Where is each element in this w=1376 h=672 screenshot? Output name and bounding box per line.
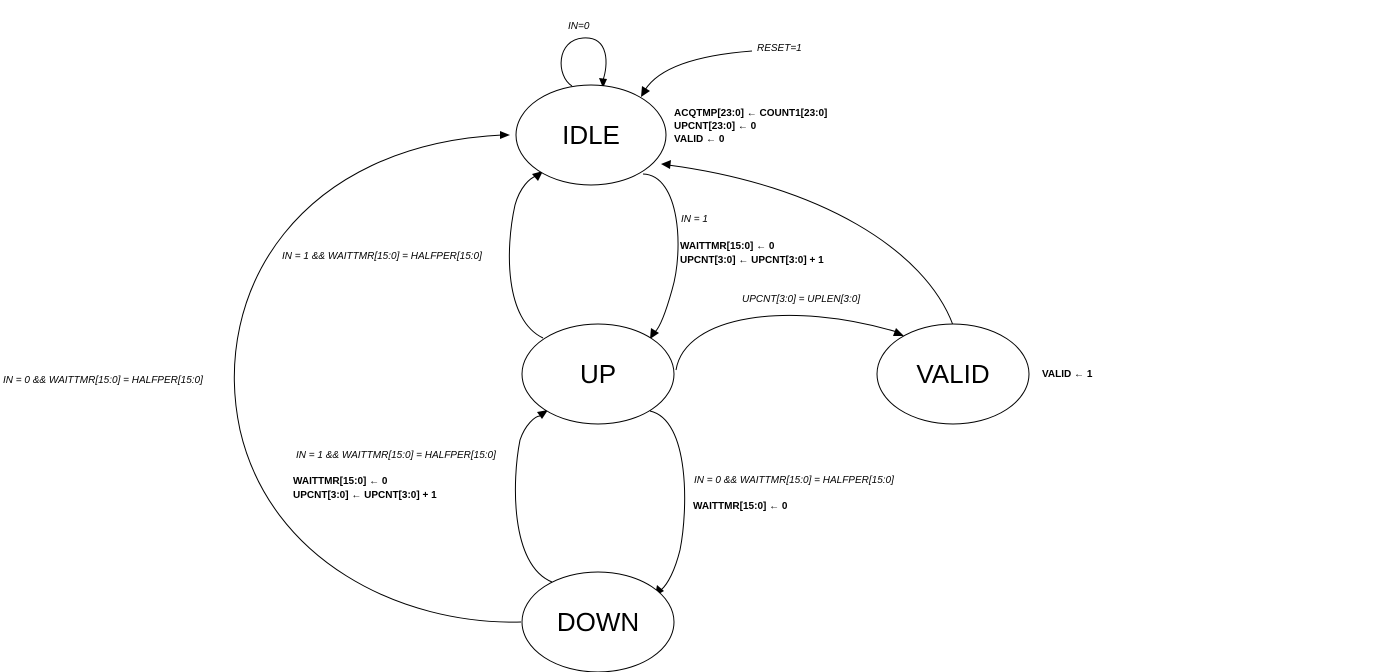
state-idle-circle [515,84,667,186]
edge-idle-to-up [642,173,679,333]
edge-down-to-up [514,415,553,583]
state-valid-circle [876,323,1030,425]
state-idle-label: IDLE [562,120,620,150]
action-idle-2: UPCNT[23:0] ← 0 [674,121,757,132]
state-up-label: UP [580,359,616,389]
action-valid-1: VALID ← 1 [1042,369,1093,380]
state-valid-label: VALID [916,359,989,389]
state-valid: VALID [876,323,1030,425]
state-up: UP [521,323,675,425]
label-idle-to-up: IN = 1 [681,214,708,225]
state-down-circle [521,571,675,672]
action-down-to-up-1: WAITTMR[15:0] ← 0 [293,476,388,487]
state-down-label: DOWN [557,607,639,637]
edge-idle-self-loop [560,37,607,87]
state-idle: IDLE [515,84,667,186]
label-up-to-idle: IN = 1 && WAITTMR[15:0] = HALFPER[15:0] [282,251,482,262]
label-reset: RESET=1 [757,43,802,54]
arrowhead-down-to-up [537,410,548,419]
label-down-to-up: IN = 1 && WAITTMR[15:0] = HALFPER[15:0] [296,450,496,461]
action-idle-to-up-2: UPCNT[3:0] ← UPCNT[3:0] + 1 [680,255,824,266]
action-up-to-down-1: WAITTMR[15:0] ← 0 [693,501,788,512]
edge-valid-to-idle [667,164,954,326]
arrowhead-reset [641,86,650,97]
edge-up-to-idle [508,175,544,339]
arrowhead-idle-to-up [650,328,659,339]
edge-down-to-idle [233,134,522,623]
arrowhead-down-to-idle [500,131,510,139]
edge-up-to-valid [675,314,898,371]
arrowhead-up-to-idle [532,171,543,181]
label-idle-self-loop: IN=0 [568,21,590,32]
action-down-to-up-2: UPCNT[3:0] ← UPCNT[3:0] + 1 [293,490,437,501]
label-up-to-down: IN = 0 && WAITTMR[15:0] = HALFPER[15:0] [694,475,894,486]
arrowhead-up-to-valid [893,328,904,336]
action-idle-to-up-1: WAITTMR[15:0] ← 0 [680,241,775,252]
action-idle-3: VALID ← 0 [674,134,725,145]
arrowhead-valid-to-idle [661,160,671,169]
arrowhead-idle-self-loop [599,78,607,88]
label-down-to-idle: IN = 0 && WAITTMR[15:0] = HALFPER[15:0] [3,375,203,386]
state-up-circle [521,323,675,425]
action-idle-1: ACQTMP[23:0] ← COUNT1[23:0] [674,108,827,119]
label-up-to-valid: UPCNT[3:0] = UPLEN[3:0] [742,294,860,305]
edge-reset [644,50,753,91]
state-down: DOWN [521,571,675,672]
edge-up-to-down [649,410,686,591]
